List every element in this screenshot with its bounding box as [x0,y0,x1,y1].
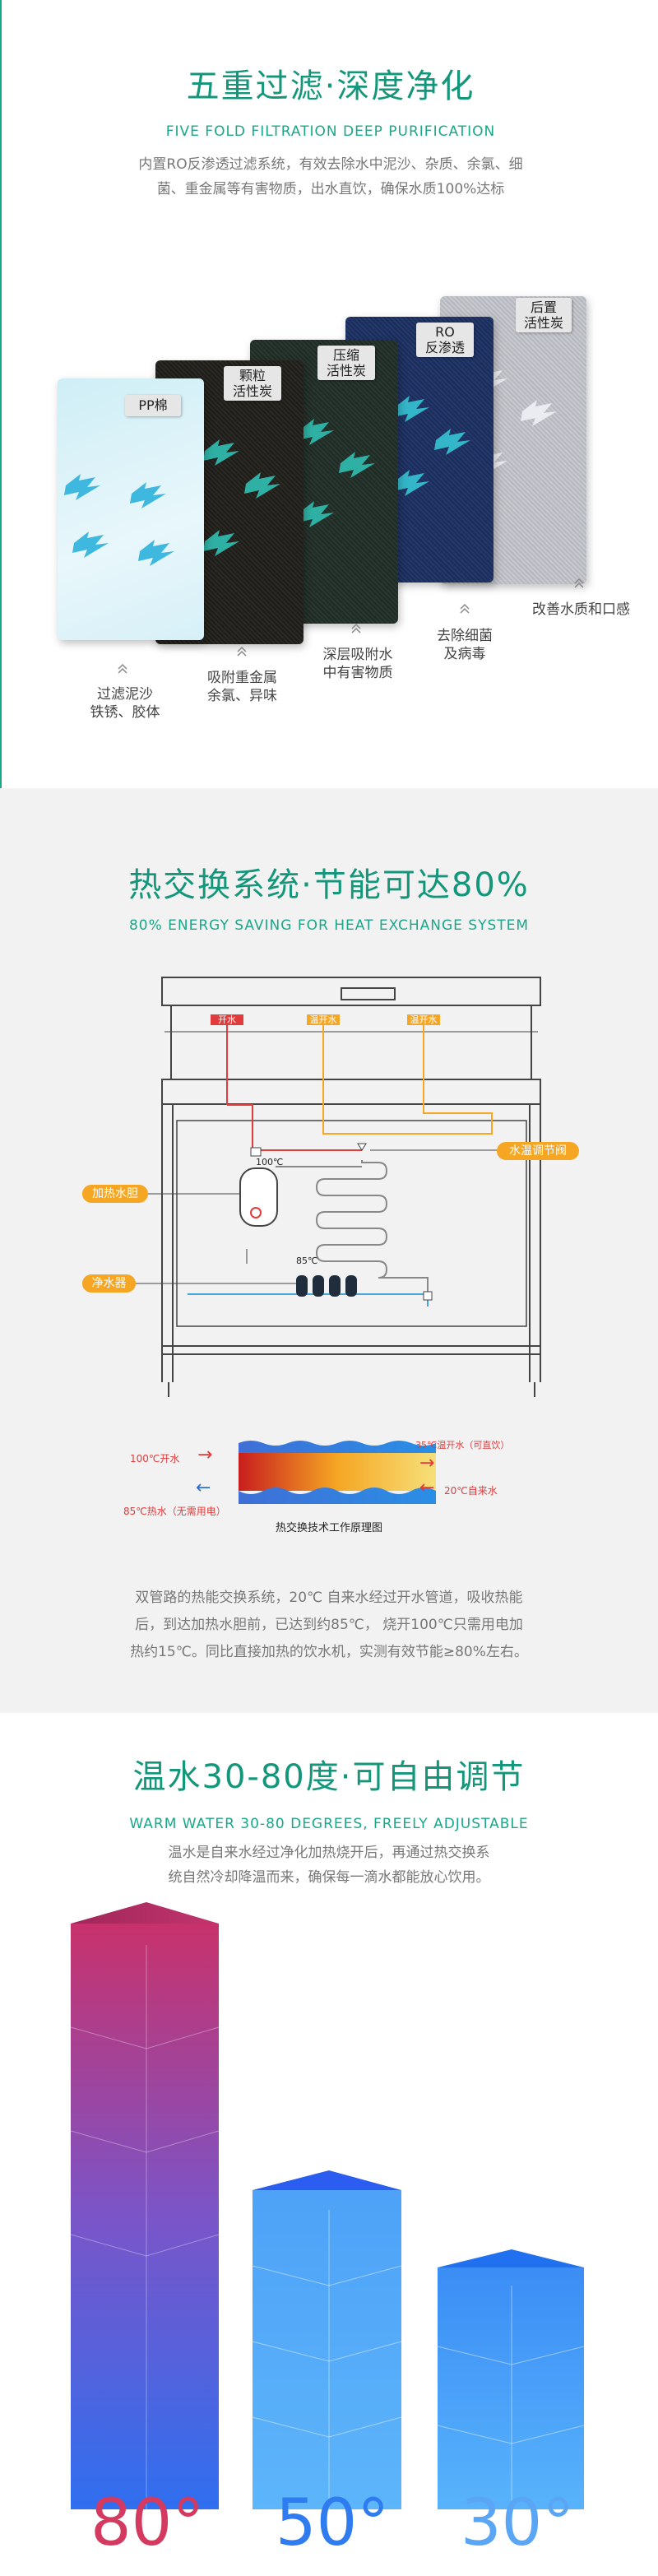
diagram-label-left-bottom: 85℃热水（无需用电） [123,1506,226,1517]
filter-caption-pp-cotton: 过滤泥沙 铁锈、胶体 [90,686,160,721]
cube-stack-50 [252,2170,402,2509]
heat-exchange-section: 热交换系统·节能可达80% 80% ENERGY SAVING FOR HEAT… [0,788,658,1713]
heat-exchange-machine-diagram [132,977,541,1397]
chevron-up-icon [351,623,361,634]
temperature-cubes [70,1902,585,2509]
temp-100-label: 100℃ [256,1157,284,1167]
filtration-desc-line-1: 内置RO反渗透过滤系统，有效去除水中泥沙、杂质、余氯、细 [138,156,523,173]
arrow-right-icon: → [419,1453,435,1474]
arrow-left-icon: ← [419,1478,435,1498]
chevron-up-icon [118,663,127,674]
warm-desc-line-1: 温水是自来水经过净化加热烧开后，再通过热交换系 [168,1845,490,1861]
warm-water-subtitle: WARM WATER 30-80 DEGREES, FREELY ADJUSTA… [129,1816,529,1832]
filter-tag-granular-carbon: 颗粒 活性炭 [224,366,281,401]
arrow-icons [298,419,375,527]
filter-tag-compressed-carbon: 压缩 活性炭 [317,346,375,380]
heat-exchange-subtitle: 80% ENERGY SAVING FOR HEAT EXCHANGE SYST… [128,917,530,934]
arrow-icons [203,439,280,556]
heat-desc-line-2: 后，到达加热水胆前，已达到约85℃， 烧开100℃只需用电加 [135,1617,523,1633]
diagram-label-right-top: 35℃温开水（可直饮） [415,1440,510,1450]
filter-tag-pp-cotton: PP棉 [125,395,181,416]
valve-label: 水温调节阀 [497,1142,579,1160]
warm-desc-line-2: 统自然冷却降温而来，确保每一滴水都能放心饮用。 [168,1869,490,1886]
chevron-up-icon [574,578,584,588]
heat-desc-line-1: 双管路的热能交换系统，20℃ 自来水经过开水管道，吸收热能 [135,1590,523,1606]
outlet-label-warm-1: 温开水 [309,1014,337,1025]
heat-exchange-band [239,1441,436,1504]
arrow-icons [393,396,470,496]
cube-stack-80 [70,1902,220,2509]
heat-exchange-description: 双管路的热能交换系统，20℃ 自来水经过开水管道，吸收热能 后，到达加热水胆前，… [66,1585,592,1666]
outlet-label-boiling: 开水 [218,1014,236,1025]
chevron-up-icon [460,603,470,614]
filter-tag-ro: RO 反渗透 [416,323,474,357]
diagram-label-left-top: 100℃开水 [130,1453,180,1464]
temp-85-label: 85℃ [296,1256,318,1266]
diagram-caption: 热交换技术工作原理图 [275,1522,382,1534]
filter-caption-compressed-carbon: 深层吸附水 中有害物质 [322,647,393,681]
filter-panel-pp-cotton [58,378,204,640]
filtration-title: 五重过滤·深度净化 [186,67,475,105]
purifier-label: 净水器 [82,1274,136,1293]
filter-tag-post-carbon: 后置 活性炭 [516,298,572,332]
filter-caption-granular-carbon: 吸附重金属 余氯、异味 [207,670,277,704]
filter-caption-post-carbon: 改善水质和口感 [532,601,630,618]
arrow-right-icon: → [197,1445,213,1465]
diagram-label-right-bottom: 20℃自来水 [444,1485,498,1497]
arrow-icons [64,474,174,566]
temp-50-label: 50° [276,2486,390,2560]
outlet-label-warm-2: 温开水 [410,1014,438,1025]
warm-water-title: 温水30-80度·可自由调节 [132,1758,526,1796]
chevron-up-icon [237,646,247,657]
filter-caption-ro: 去除细菌 及病毒 [437,628,493,662]
warm-water-section: 温水30-80度·可自由调节 WARM WATER 30-80 DEGREES,… [0,1713,658,2576]
cube-stack-30 [437,2249,585,2509]
filtration-description: 内置RO反渗透过滤系统，有效去除水中泥沙、杂质、余氯、细 菌、重金属等有害物质，… [51,152,610,202]
temp-80-label: 80° [90,2486,205,2560]
filtration-desc-line-2: 菌、重金属等有害物质，出水直饮，确保水质100%达标 [156,181,505,197]
filtration-subtitle: FIVE FOLD FILTRATION DEEP PURIFICATION [165,123,496,140]
filtration-section: 五重过滤·深度净化 FIVE FOLD FILTRATION DEEP PURI… [0,0,658,788]
heat-desc-line-3: 热约15℃。同比直接加热的饮水机，实测有效节能≥80%左右。 [130,1644,528,1660]
arrow-left-icon: ← [196,1478,211,1498]
heater-label: 加热水胆 [82,1185,148,1203]
warm-water-description: 温水是自来水经过净化加热烧开后，再通过热交换系 统自然冷却降温而来，确保每一滴水… [82,1840,576,1890]
heat-exchange-title: 热交换系统·节能可达80% [128,866,530,904]
temp-30-label: 30° [461,2486,575,2560]
